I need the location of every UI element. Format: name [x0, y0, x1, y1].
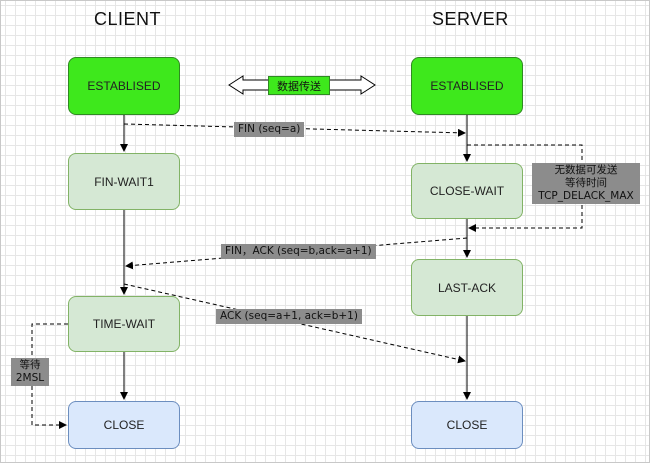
wait-note-line-2: 2MSL	[15, 372, 45, 384]
wait-note-line-1: 等待	[19, 359, 41, 371]
delay-note-line-3: TCP_DELACK_MAX	[538, 190, 634, 202]
fin-ack-message-label: FIN，ACK (seq=b,ack=a+1)	[221, 244, 376, 259]
ack-arrow	[123, 283, 466, 364]
server-close-state: CLOSE	[411, 401, 523, 449]
delay-note-line-1: 无数据可发送	[554, 164, 618, 176]
wait-note-label: 等待 2MSL	[11, 358, 49, 386]
client-time-wait-state: TIME-WAIT	[68, 296, 180, 352]
fin-message-label: FIN (seq=a)	[234, 122, 305, 137]
client-established-state: ESTABLISED	[68, 57, 180, 115]
delay-note-label: 无数据可发送 等待时间 TCP_DELACK_MAX	[532, 163, 640, 204]
server-last-ack-state: LAST-ACK	[411, 259, 523, 316]
ack-message-label: ACK (seq=a+1, ack=b+1)	[216, 309, 362, 324]
delay-note-line-2: 等待时间	[565, 177, 607, 189]
server-established-state: ESTABLISED	[411, 57, 523, 115]
client-close-state: CLOSE	[68, 401, 180, 449]
client-heading: CLIENT	[94, 9, 162, 29]
server-heading: SERVER	[432, 9, 509, 29]
client-fin-wait1-state: FIN-WAIT1	[68, 153, 180, 210]
data-transfer-label: 数据传送	[268, 76, 330, 95]
server-close-wait-state: CLOSE-WAIT	[411, 163, 523, 219]
